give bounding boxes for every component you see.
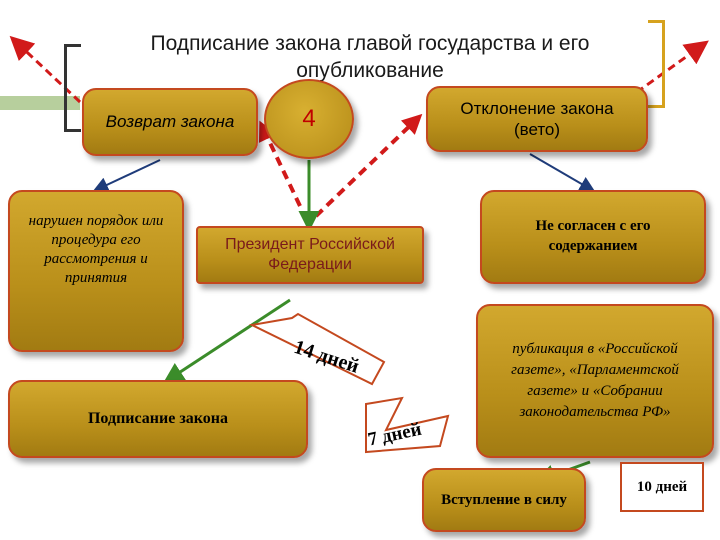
ten-days-label: 10 дней bbox=[636, 478, 688, 495]
signing-box: Подписание закона bbox=[8, 380, 308, 458]
disagree-label: Не согласен с его содержанием bbox=[535, 218, 651, 254]
dashed-arrow-center-to-rejection bbox=[314, 113, 423, 218]
return-law-label: Возврат закона bbox=[105, 112, 235, 131]
signing-label: Подписание закона bbox=[87, 410, 228, 427]
callout-7-days bbox=[365, 396, 450, 454]
green-line-president-to-signing bbox=[162, 298, 291, 384]
entry-into-force-box: Вступление в силу bbox=[422, 468, 586, 532]
ten-days-tag: 10 дней bbox=[620, 462, 704, 512]
rejection-label: Отклонение закона (вето) bbox=[460, 99, 614, 139]
left-band bbox=[0, 96, 80, 110]
blue-arrow-return-to-violation bbox=[92, 159, 161, 193]
step-number-circle: 4 bbox=[264, 79, 354, 159]
blue-arrow-rejection-to-disagree bbox=[529, 153, 596, 193]
right-bracket bbox=[648, 20, 665, 108]
president-box: Президент Российской Федерации bbox=[196, 226, 424, 284]
return-law-box: Возврат закона bbox=[82, 88, 258, 156]
disagree-box: Не согласен с его содержанием bbox=[480, 190, 706, 284]
violation-label: нарушен порядок или процедура его рассмо… bbox=[28, 213, 164, 286]
president-label: Президент Российской Федерации bbox=[225, 236, 395, 273]
entry-into-force-label: Вступление в силу bbox=[441, 492, 567, 508]
rejection-box: Отклонение закона (вето) bbox=[426, 86, 648, 152]
violation-box: нарушен порядок или процедура его рассмо… bbox=[8, 190, 184, 352]
callout-14-days bbox=[248, 312, 386, 386]
publication-box: публикация в «Российской газете», «Парла… bbox=[476, 304, 714, 458]
dashed-arrow-to-top-left bbox=[9, 35, 82, 104]
left-bracket bbox=[64, 44, 81, 132]
step-number-label: 4 bbox=[302, 105, 316, 132]
publication-label: публикация в «Российской газете», «Парла… bbox=[511, 341, 679, 420]
diagram-title: Подписание закона главой государства и е… bbox=[150, 32, 590, 82]
